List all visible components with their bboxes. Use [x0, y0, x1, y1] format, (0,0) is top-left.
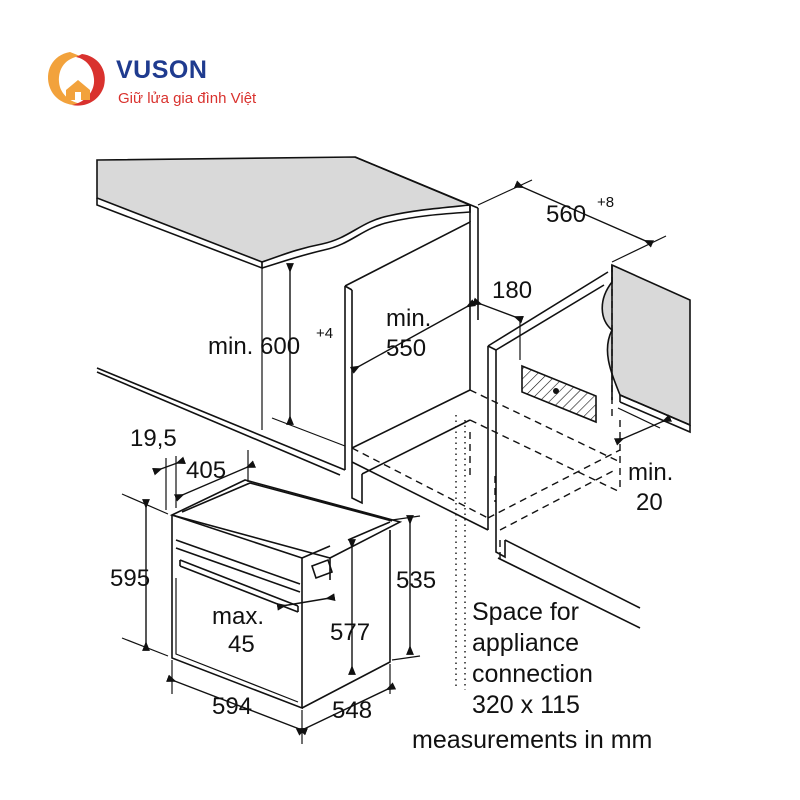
vuson-logo: VUSON Giữ lửa gia đình Việt — [48, 52, 257, 107]
cabinet-drawing — [96, 156, 691, 690]
note-space-line2: appliance — [472, 629, 579, 657]
dim-405: 405 — [186, 457, 226, 484]
dim-577: 577 — [330, 619, 370, 646]
note-units: measurements in mm — [412, 726, 652, 754]
dimension-labels: 560 +8 min. 600 +4 min. 550 180 min. 20 … — [110, 194, 673, 724]
logo-brand-text: VUSON — [116, 56, 207, 84]
note-space-line1: Space for — [472, 598, 579, 626]
dim-560-base: 560 — [546, 201, 586, 228]
dim-548: 548 — [332, 697, 372, 724]
note-space-line3: connection — [472, 660, 593, 688]
dim-19-5: 19,5 — [130, 425, 177, 452]
dim-180: 180 — [492, 277, 532, 304]
dimension-lines — [121, 179, 673, 744]
dim-min20-line1: min. — [628, 459, 673, 486]
dim-594: 594 — [212, 693, 252, 720]
dim-max45-line1: max. — [212, 603, 264, 630]
oven-drawing — [169, 479, 403, 710]
dim-max45-line2: 45 — [228, 631, 255, 658]
logo-mark-icon — [48, 52, 105, 106]
logo-tagline-text: Giữ lửa gia đình Việt — [118, 90, 257, 107]
notes: Space for appliance connection 320 x 115… — [412, 598, 652, 754]
dim-550-line2: 550 — [386, 335, 426, 362]
note-space-line4: 320 x 115 — [472, 691, 580, 719]
dim-600-sup: +4 — [316, 325, 333, 342]
dim-550-line1: min. — [386, 305, 431, 332]
dim-600-base: min. 600 — [208, 333, 300, 360]
dim-min20-line2: 20 — [636, 489, 663, 516]
dim-535: 535 — [396, 567, 436, 594]
dim-595: 595 — [110, 565, 150, 592]
dim-560-sup: +8 — [597, 194, 614, 211]
